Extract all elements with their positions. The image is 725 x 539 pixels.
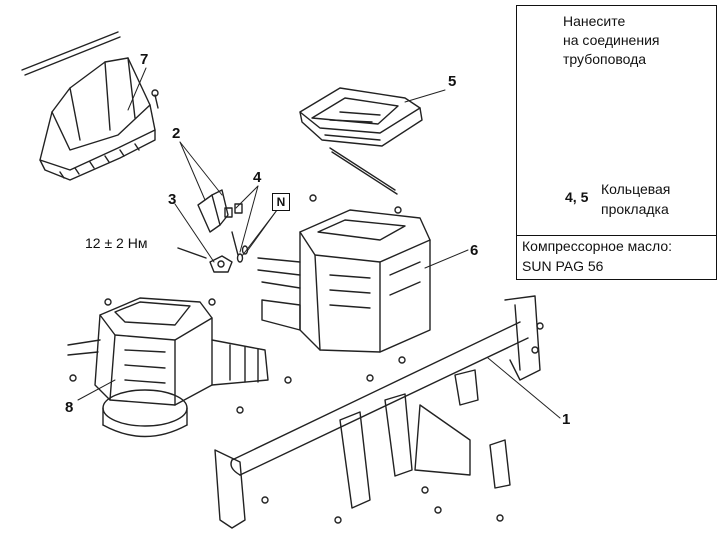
instruction-line-3: трубоповода [563,51,647,67]
oring-line-2: прокладка [601,201,669,217]
oring-line-1: Кольцевая [601,181,671,197]
leader-lines [77,67,561,419]
callout-5: 5 [448,73,457,90]
part-1-beam [214,295,544,529]
part-6-evaporator [257,194,431,382]
inset-divider [517,235,716,236]
instruction-line-2: на соединения [563,32,660,48]
torque-label: 12 ± 2 Нм [85,235,148,251]
callout-2: 2 [172,125,181,142]
oil-line-2: SUN PAG 56 [522,258,604,274]
callout-6: 6 [470,242,479,259]
callout-8: 8 [65,399,74,416]
callout-4: 4 [253,169,262,186]
callout-3: 3 [168,191,177,208]
lubrication-inset: Нанесите на соединения трубоповода 4, 5 … [516,5,717,280]
part-2-clips [197,189,243,233]
part-5-cover [299,87,423,147]
oil-line-1: Компрессорное масло: [522,238,673,254]
part-ref-label: 4, 5 [565,189,589,205]
part-4-orings [231,231,249,263]
instruction-line-1: Нанесите [563,13,626,29]
part-8-blower [67,297,292,438]
n-badge: N [272,193,290,211]
callout-1: 1 [562,411,571,428]
part-3-clamp [177,247,233,273]
callout-7: 7 [140,51,149,68]
part-7-duct [21,31,159,181]
